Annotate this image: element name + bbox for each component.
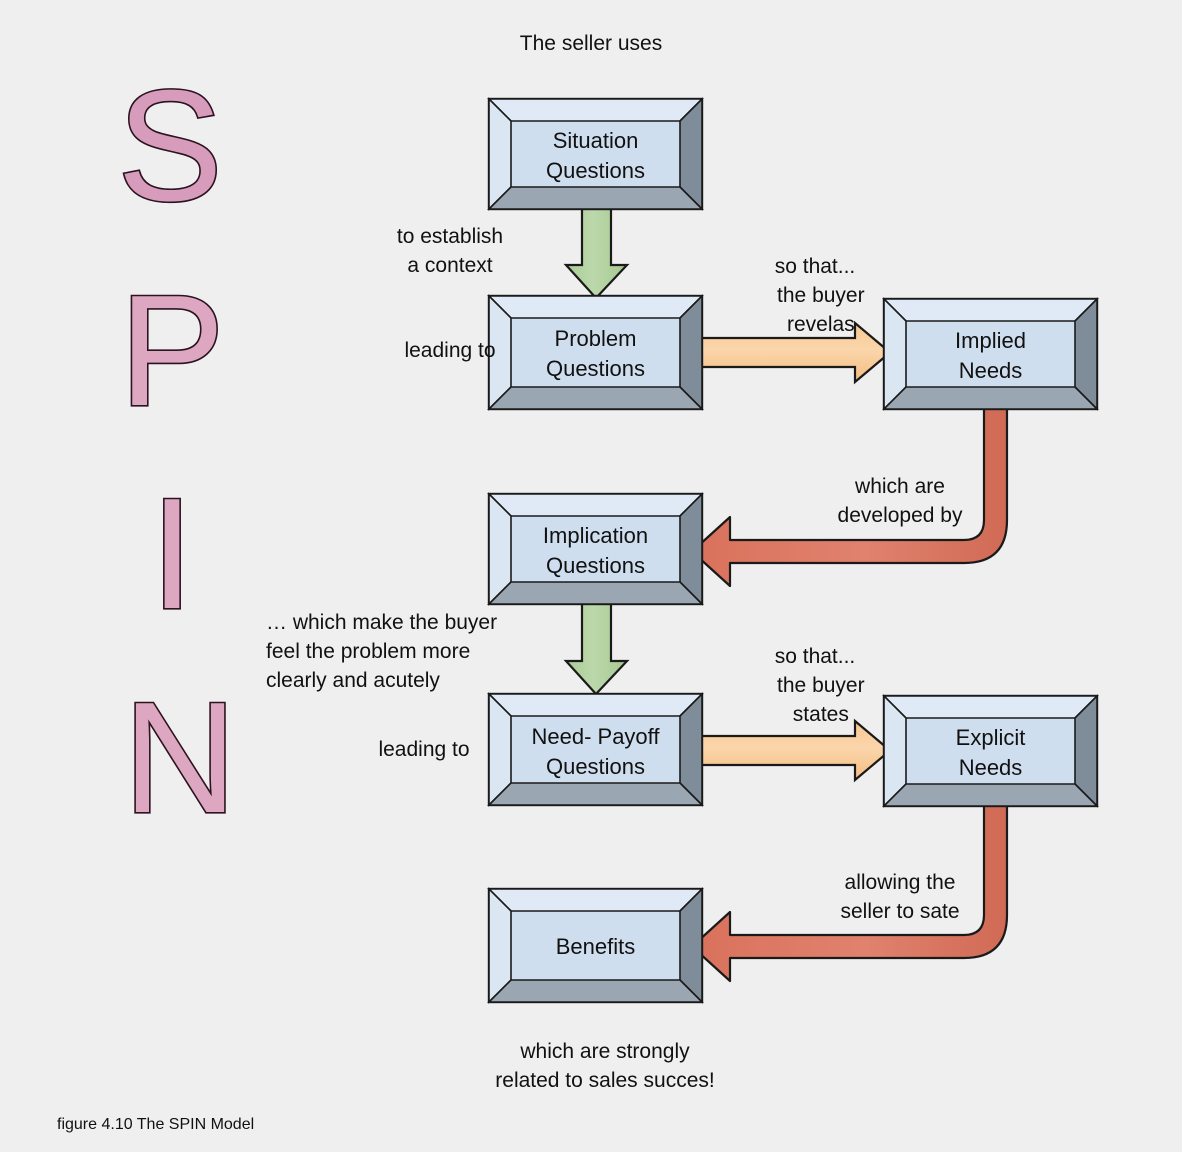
- box-label: Explicit: [956, 725, 1026, 750]
- header-text: The seller uses: [519, 32, 663, 55]
- box-label: Situation: [553, 128, 639, 153]
- box-label: Problem: [555, 326, 637, 351]
- box-situation-questions[interactable]: Situation Questions: [487, 97, 704, 211]
- label-leading-to-1: leading to: [404, 339, 496, 362]
- box-label: Benefits: [556, 934, 636, 959]
- box-benefits[interactable]: Benefits: [487, 887, 704, 1004]
- label-which-are-developed-by: which are developed by: [837, 475, 963, 527]
- box-label: Questions: [546, 158, 645, 183]
- footer-text: which are strongly related to sales succ…: [495, 1040, 715, 1092]
- box-label: Implication: [543, 523, 648, 548]
- box-label: Questions: [546, 356, 645, 381]
- box-label: Needs: [959, 755, 1023, 780]
- label-so-that-the-buyer-revelas: so that... the buyer revelas: [774, 255, 865, 336]
- box-label: Implied: [955, 328, 1026, 353]
- arrow-implication-to-needpayoff: [563, 599, 630, 696]
- box-problem-questions[interactable]: Problem Questions: [487, 294, 704, 411]
- box-label: Need- Payoff: [531, 724, 660, 749]
- label-which-make-the-buyer-feel: … which make the buyer feel the problem …: [266, 611, 498, 692]
- box-need-payoff-questions[interactable]: Need- Payoff Questions: [487, 692, 704, 807]
- arrow-situation-to-problem: [563, 203, 630, 300]
- box-label: Needs: [959, 358, 1023, 383]
- arrow-problem-to-implied: [698, 320, 892, 385]
- box-implication-questions[interactable]: Implication Questions: [487, 492, 704, 606]
- label-leading-to-2: leading to: [378, 738, 470, 761]
- label-allowing-the-seller-to-sate: allowing the seller to sate: [840, 871, 960, 923]
- arrow-needpayoff-to-explicit: [698, 718, 892, 783]
- box-implied-needs[interactable]: Implied Needs: [882, 297, 1099, 411]
- box-label: Questions: [546, 553, 645, 578]
- box-label: Questions: [546, 754, 645, 779]
- figure-caption: figure 4.10 The SPIN Model: [57, 1116, 255, 1133]
- label-so-that-the-buyer-states: so that... the buyer states: [774, 645, 865, 726]
- box-explicit-needs[interactable]: Explicit Needs: [882, 694, 1099, 808]
- label-to-establish-a-context: to establish a context: [396, 225, 504, 277]
